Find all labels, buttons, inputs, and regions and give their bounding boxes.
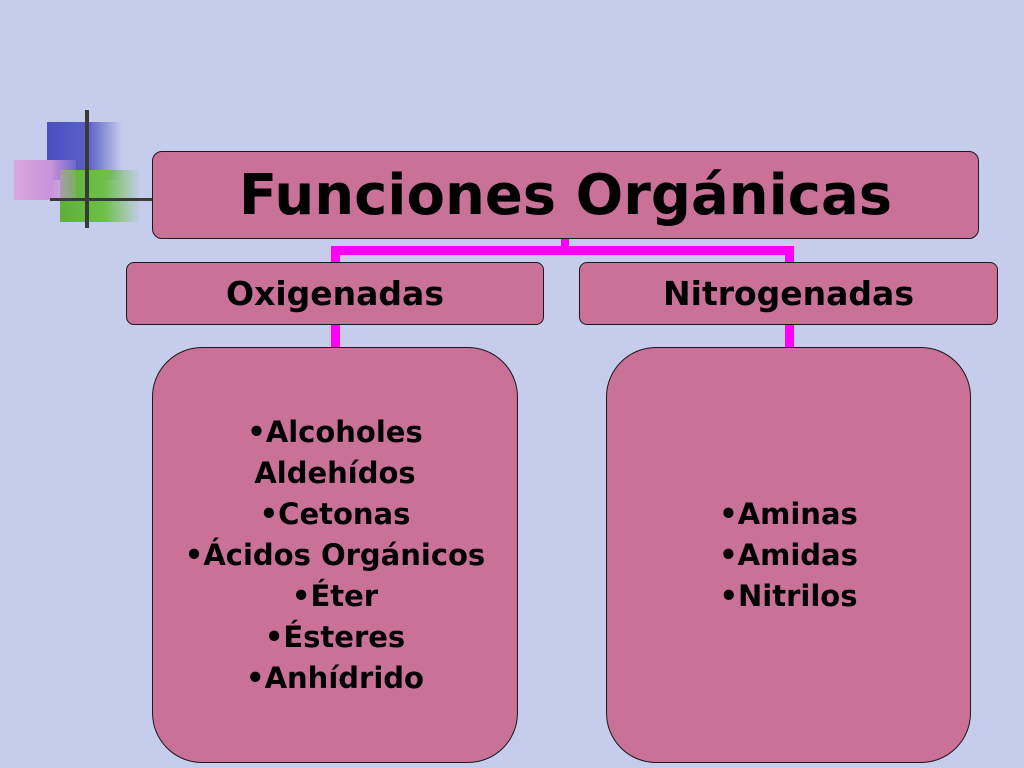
nitrogenadas-list-box: •Aminas •Amidas •Nitrilos — [606, 347, 971, 763]
decorative-horizontal-line — [50, 198, 154, 201]
oxigenadas-list: •Alcoholes Aldehídos •Cetonas •Ácidos Or… — [185, 412, 485, 699]
list-item: •Nitrilos — [719, 578, 858, 613]
list-item: •Alcoholes — [247, 414, 423, 449]
nitrogenadas-list: •Aminas •Amidas •Nitrilos — [719, 494, 858, 617]
decorative-vertical-line — [85, 110, 89, 228]
connector-nitrogenadas-drop — [785, 246, 794, 263]
branch-oxigenadas: Oxigenadas — [126, 262, 544, 325]
title-box: Funciones Orgánicas — [152, 151, 979, 239]
diagram-title: Funciones Orgánicas — [238, 162, 893, 228]
branch-nitrogenadas-label: Nitrogenadas — [663, 274, 914, 313]
branch-nitrogenadas: Nitrogenadas — [579, 262, 998, 325]
list-item: •Éter — [291, 578, 379, 613]
connector-horizontal-bar — [331, 246, 794, 255]
branch-oxigenadas-label: Oxigenadas — [226, 274, 444, 313]
list-item: •Ácidos Orgánicos — [184, 537, 486, 572]
decorative-pink-square — [14, 160, 76, 200]
list-item: Aldehídos — [254, 455, 416, 490]
list-item: •Anhídrido — [246, 660, 424, 695]
list-item: •Amidas — [719, 537, 858, 572]
connector-oxigenadas-drop — [331, 246, 340, 263]
list-item: •Cetonas — [259, 496, 411, 531]
list-item: •Aminas — [719, 496, 858, 531]
connector-oxigenadas-list — [331, 324, 340, 348]
connector-title-stem — [561, 238, 569, 248]
oxigenadas-list-box: •Alcoholes Aldehídos •Cetonas •Ácidos Or… — [152, 347, 518, 763]
connector-nitrogenadas-list — [785, 324, 794, 348]
list-item: •Ésteres — [264, 619, 406, 654]
